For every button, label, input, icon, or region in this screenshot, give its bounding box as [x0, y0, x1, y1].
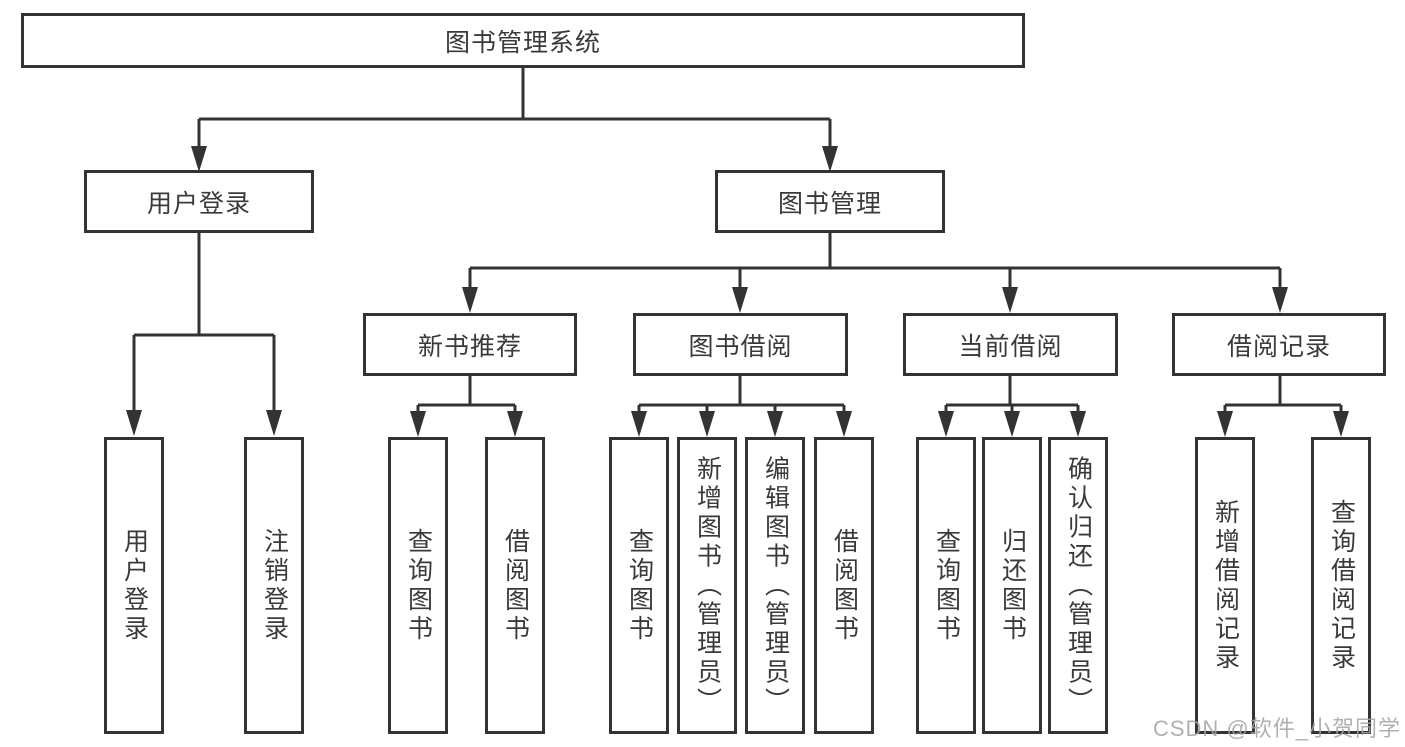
leaf-label: 借阅图书: [501, 527, 530, 644]
node-book-borrowing: 图书借阅: [633, 313, 848, 376]
watermark: CSDN @软件_小贺同学: [1152, 716, 1401, 741]
leaf-label: 查询借阅记录: [1327, 498, 1356, 673]
leaf-borrow-books: 借阅图书: [814, 437, 874, 734]
leaf-query-books: 查询图书: [388, 437, 448, 734]
leaf-query-borrow-record: 查询借阅记录: [1311, 437, 1371, 734]
leaf-label: 查询图书: [625, 527, 654, 644]
leaf-label: 查询图书: [404, 527, 433, 644]
node-library-management-system: 图书管理系统: [21, 13, 1025, 68]
leaf-edit-books-admin: 编辑图书（管理员）: [745, 437, 805, 734]
leaf-label: 注销登录: [260, 527, 289, 644]
leaf-label: 用户登录: [120, 527, 149, 644]
leaf-confirm-return-admin: 确认归还（管理员）: [1048, 437, 1108, 734]
node-new-book-recommend: 新书推荐: [363, 313, 577, 376]
node-book-management: 图书管理: [715, 170, 945, 233]
leaf-add-borrow-record: 新增借阅记录: [1195, 437, 1255, 734]
leaf-user-login: 用户登录: [104, 437, 164, 734]
leaf-label: 借阅图书: [830, 527, 859, 644]
node-borrowing-records: 借阅记录: [1172, 313, 1386, 376]
leaf-label: 查询图书: [932, 527, 961, 644]
node-user-login: 用户登录: [84, 170, 314, 233]
leaf-logout: 注销登录: [244, 437, 304, 734]
leaf-return-books: 归还图书: [982, 437, 1042, 734]
leaf-borrow-books: 借阅图书: [485, 437, 545, 734]
leaf-label: 新增借阅记录: [1211, 498, 1240, 673]
leaf-query-books: 查询图书: [916, 437, 976, 734]
node-current-borrowing: 当前借阅: [903, 313, 1118, 376]
leaf-label: 确认归还（管理员）: [1064, 455, 1093, 716]
leaf-add-books-admin: 新增图书（管理员）: [677, 437, 737, 734]
leaf-label: 归还图书: [998, 527, 1027, 644]
leaf-query-books: 查询图书: [609, 437, 669, 734]
leaf-label: 编辑图书（管理员）: [761, 455, 790, 716]
arrowheads: [126, 146, 1349, 437]
leaf-label: 新增图书（管理员）: [693, 455, 722, 716]
